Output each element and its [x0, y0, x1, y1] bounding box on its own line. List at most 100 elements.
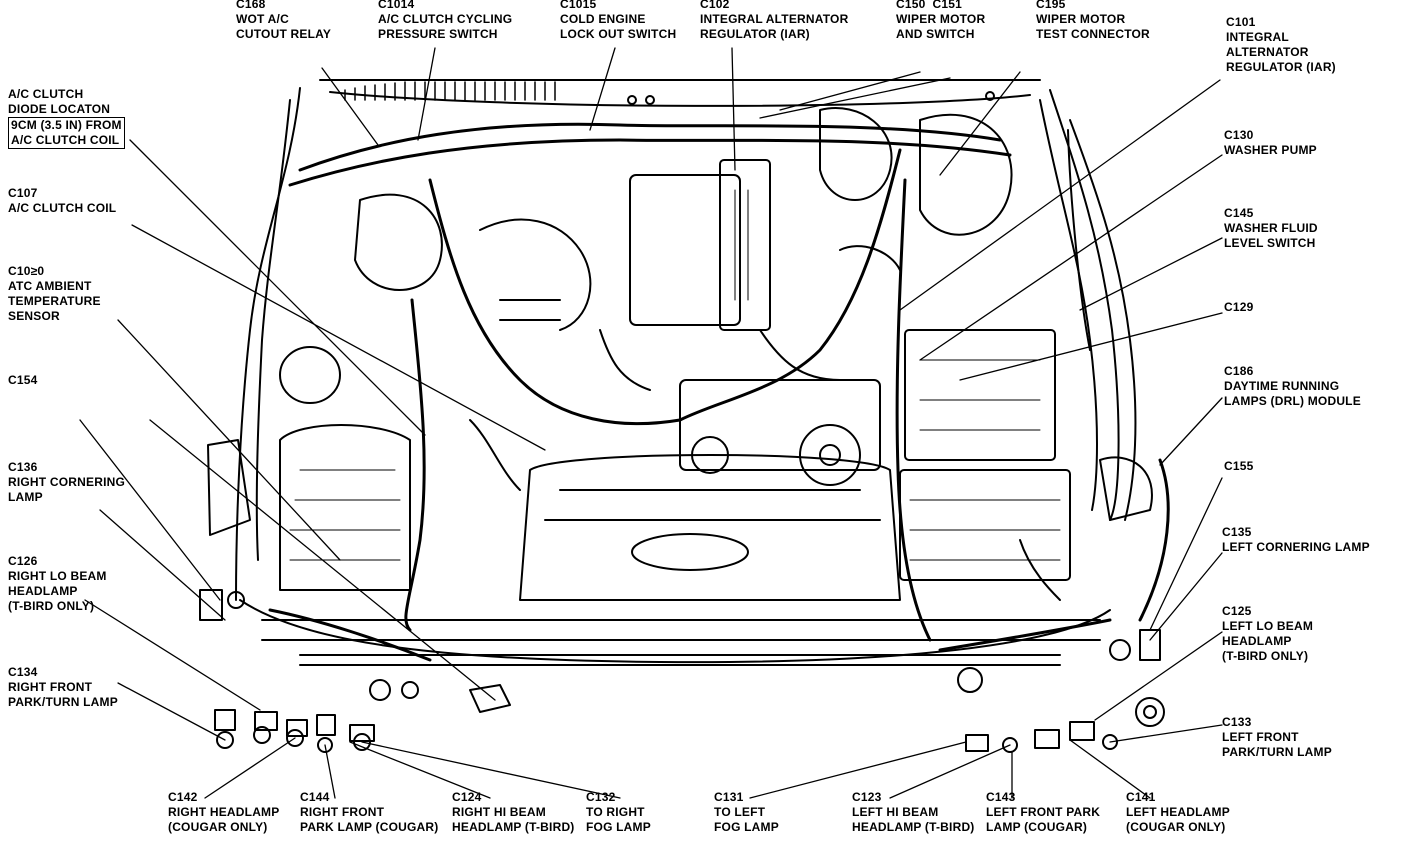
- callout-code: C133: [1222, 715, 1252, 729]
- callout-code: C131: [714, 790, 744, 804]
- callout-line: LEFT CORNERING LAMP: [1222, 540, 1370, 554]
- callout-code: C145: [1224, 206, 1254, 220]
- alt-pulley: [691, 436, 729, 474]
- top-clip-1: [627, 95, 637, 105]
- callout-c136: C136 RIGHT CORNERING LAMP: [8, 460, 125, 505]
- callout-c135: C135 LEFT CORNERING LAMP: [1222, 525, 1370, 555]
- right-fender-inner: [255, 99, 291, 561]
- callout-c129: C129: [1224, 300, 1254, 315]
- callout-line: TO LEFT: [714, 805, 766, 819]
- callout-line: LEFT FRONT: [1222, 730, 1299, 744]
- callout-c123: C123 LEFT HI BEAM HEADLAMP (T-BIRD): [852, 790, 975, 835]
- callout-code: C142: [168, 790, 198, 804]
- callout-c195: C195 WIPER MOTOR TEST CONNECTOR: [1036, 0, 1150, 42]
- callout-c150-c151: C150 C151 WIPER MOTOR AND SWITCH: [896, 0, 985, 42]
- callout-line: LEFT HEADLAMP: [1126, 805, 1230, 819]
- callout-line: REGULATOR (IAR): [700, 27, 810, 41]
- callout-line: WIPER MOTOR: [896, 12, 986, 26]
- callout-line: TEST CONNECTOR: [1036, 27, 1150, 41]
- callout-code: C129: [1224, 300, 1254, 314]
- callout-line: FOG LAMP: [714, 820, 779, 834]
- callout-c126: C126 RIGHT LO BEAM HEADLAMP (T-BIRD ONLY…: [8, 554, 107, 614]
- callout-c186: C186 DAYTIME RUNNING LAMPS (DRL) MODULE: [1224, 364, 1361, 409]
- right-cornering-lamp: [207, 439, 251, 536]
- callout-line: AND SWITCH: [896, 27, 975, 41]
- callout-c133: C133 LEFT FRONT PARK/TURN LAMP: [1222, 715, 1332, 760]
- callout-c132: C132 TO RIGHT FOG LAMP: [586, 790, 651, 835]
- callout-line: LEVEL SWITCH: [1224, 236, 1316, 250]
- callout-line: RIGHT FRONT: [8, 680, 93, 694]
- callout-line: HEADLAMP (T-BIRD): [852, 820, 975, 834]
- callout-code: C195: [1036, 0, 1066, 11]
- callout-code: C134: [8, 665, 38, 679]
- hoses: [469, 218, 1061, 601]
- crank-pulley-inner: [819, 444, 841, 466]
- callout-diode-location: A/C CLUTCH DIODE LOCATON 9CM (3.5 IN) FR…: [8, 87, 125, 149]
- callout-line: PARK LAMP (COUGAR): [300, 820, 439, 834]
- valve-cover: [719, 159, 771, 331]
- callout-code: C107: [8, 186, 38, 200]
- left-fender-outline: [1049, 89, 1120, 521]
- callout-line: LEFT LO BEAM: [1222, 619, 1314, 633]
- callout-line: WOT A/C: [236, 12, 289, 26]
- callout-line: HEADLAMP (T-BIRD): [452, 820, 575, 834]
- callout-line: INTEGRAL ALTERNATOR: [700, 12, 849, 26]
- callout-c101: C101 INTEGRAL ALTERNATOR REGULATOR (IAR): [1226, 15, 1336, 75]
- callout-code: C143: [986, 790, 1016, 804]
- callout-line: RIGHT HI BEAM: [452, 805, 546, 819]
- callout-code: C124: [452, 790, 482, 804]
- left-fender-edge: [1069, 119, 1137, 521]
- callout-c134: C134 RIGHT FRONT PARK/TURN LAMP: [8, 665, 118, 710]
- callout-line: LEFT HI BEAM: [852, 805, 939, 819]
- callout-line: INTEGRAL: [1226, 30, 1289, 44]
- callout-line: (T-BIRD ONLY): [1222, 649, 1309, 663]
- callout-line: A/C CLUTCH CYCLING: [378, 12, 513, 26]
- callout-line: REGULATOR (IAR): [1226, 60, 1336, 74]
- callout-line: COLD ENGINE: [560, 12, 646, 26]
- battery: [904, 329, 1056, 461]
- callout-c154: C154: [8, 373, 38, 388]
- callout-line: WASHER PUMP: [1224, 143, 1317, 157]
- callout-line: CUTOUT RELAY: [236, 27, 332, 41]
- callout-code: C10≥0: [8, 264, 45, 278]
- callout-line: WASHER FLUID: [1224, 221, 1318, 235]
- battery-tray: [899, 469, 1071, 581]
- callout-code: C154: [8, 373, 38, 387]
- callout-line: A/C CLUTCH COIL: [8, 201, 117, 215]
- callout-code: C155: [1224, 459, 1254, 473]
- callout-c145: C145 WASHER FLUID LEVEL SWITCH: [1224, 206, 1318, 251]
- cowl-vent: [344, 81, 556, 101]
- callout-line: DIODE LOCATON: [8, 102, 111, 116]
- wiper-motor: [819, 107, 893, 201]
- callout-code: C123: [852, 790, 882, 804]
- fluid-reservoir-right: [1099, 456, 1153, 521]
- callout-line: ATC AMBIENT: [8, 279, 92, 293]
- callout-c124: C124 RIGHT HI BEAM HEADLAMP (T-BIRD): [452, 790, 575, 835]
- callout-line: SENSOR: [8, 309, 60, 323]
- callout-code: C1015: [560, 0, 597, 11]
- right-headlamp-connectors: [214, 679, 511, 753]
- callout-line: (T-BIRD ONLY): [8, 599, 95, 613]
- callout-code: C132: [586, 790, 616, 804]
- diode-distance-box: 9CM (3.5 IN) FROM A/C CLUTCH COIL: [8, 117, 125, 149]
- callout-c102: C102 INTEGRAL ALTERNATOR REGULATOR (IAR): [700, 0, 848, 42]
- callout-c142: C142 RIGHT HEADLAMP (COUGAR ONLY): [168, 790, 279, 835]
- right-shock-tower: [354, 193, 443, 291]
- callout-line: WIPER MOTOR: [1036, 12, 1126, 26]
- front-bumper: [239, 599, 1111, 664]
- callout-c1030: C10≥0 ATC AMBIENT TEMPERATURE SENSOR: [8, 264, 101, 324]
- callout-code: C102: [700, 0, 730, 11]
- leader-lines: [79, 47, 1223, 799]
- callout-line: (COUGAR ONLY): [1126, 820, 1226, 834]
- callout-code: C168: [236, 0, 266, 11]
- callout-line: TO RIGHT: [586, 805, 645, 819]
- battery-cells: [919, 359, 1041, 431]
- callout-code: C135: [1222, 525, 1252, 539]
- callout-line: RIGHT LO BEAM: [8, 569, 107, 583]
- callout-code: C144: [300, 790, 330, 804]
- callout-line: TEMPERATURE: [8, 294, 101, 308]
- callout-code: C150 C151: [896, 0, 963, 11]
- right-fender-outline: [235, 87, 301, 601]
- right-side-connectors: [199, 589, 245, 621]
